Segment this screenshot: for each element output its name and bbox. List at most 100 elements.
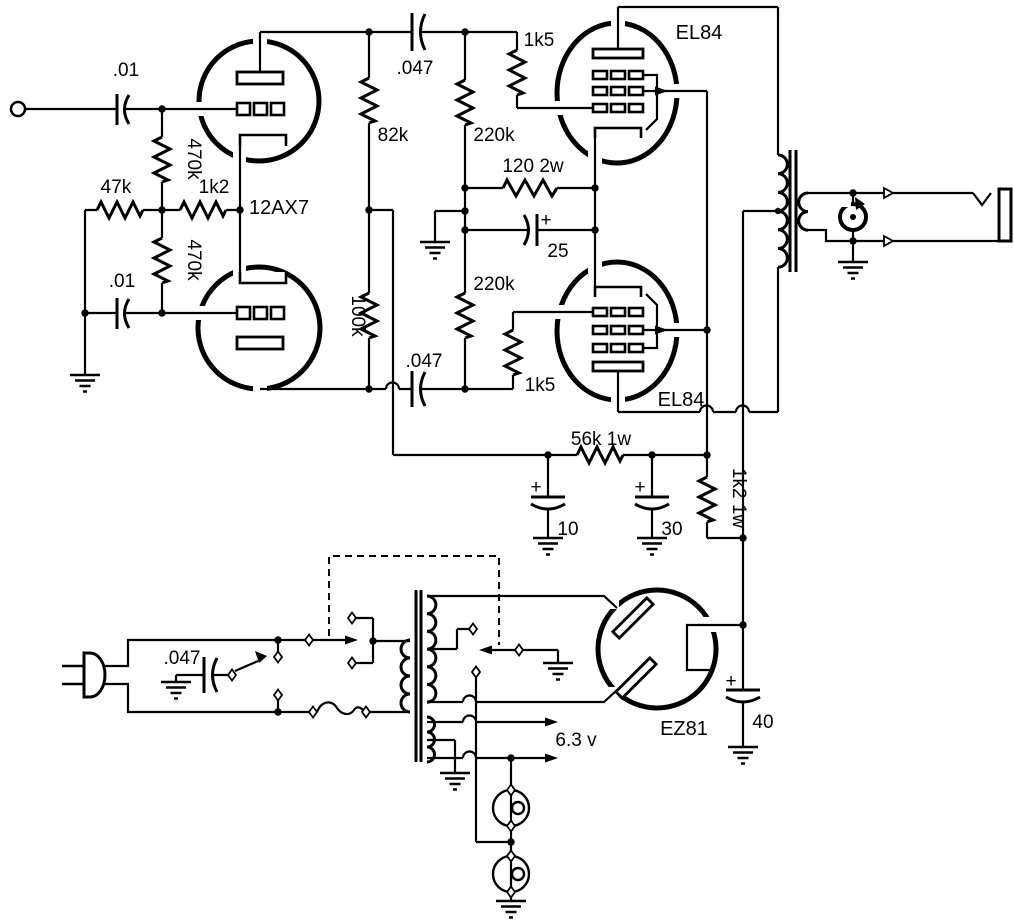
resistor-1k2 xyxy=(178,198,228,222)
terminal-icon xyxy=(226,667,238,683)
triode-bottom-cathode xyxy=(238,272,288,285)
resistor-82k xyxy=(357,76,381,125)
label-plus-40: + xyxy=(725,671,736,692)
ht-switch-arm[interactable] xyxy=(479,645,492,655)
ground-icon xyxy=(70,373,100,393)
output-jack[interactable] xyxy=(997,187,1013,243)
terminal-icon xyxy=(272,649,284,665)
resistor-56k-1w xyxy=(575,443,625,467)
resistor-120-2w xyxy=(501,176,559,200)
output-transformer xyxy=(777,150,809,272)
label-el84-bottom: EL84 xyxy=(658,389,705,411)
label-56k-1w: 56k 1w xyxy=(571,429,631,450)
resistor-1k5-top xyxy=(505,48,529,97)
ez81-plate-1 xyxy=(610,595,656,641)
label-c01-top: .01 xyxy=(113,60,139,81)
tube-ez81-internals xyxy=(610,595,742,701)
heater-arrow-icon xyxy=(545,717,558,727)
arrows xyxy=(255,86,668,763)
label-ez81: EZ81 xyxy=(660,718,708,740)
ground-icon xyxy=(440,771,470,791)
terminal-icon xyxy=(505,818,517,834)
label-40: 40 xyxy=(752,712,773,733)
screen-arrow-icon xyxy=(655,325,668,335)
speaker-arrow xyxy=(855,197,865,210)
ground-switch-arm[interactable] xyxy=(255,651,267,663)
terminal-icon xyxy=(307,704,319,720)
triode-bottom-plate xyxy=(235,335,285,351)
label-c047-top: .047 xyxy=(397,58,434,79)
label-1k2: 1k2 xyxy=(199,177,230,198)
triode-top-plate xyxy=(235,70,285,86)
terminal-icon xyxy=(505,848,517,864)
label-100k: 100k xyxy=(347,295,368,337)
triode-top-grid xyxy=(235,101,252,117)
fuse-symbol xyxy=(315,701,364,716)
tube-ez81-envelope xyxy=(595,587,719,711)
label-c047-line: .047 xyxy=(164,648,201,669)
resistor-470k-top xyxy=(150,135,174,184)
connector-mark-icon xyxy=(883,186,895,200)
speaker-wiring xyxy=(808,191,1001,262)
ground-icon xyxy=(543,661,573,681)
resistor-470k-bottom xyxy=(150,236,174,285)
terminal-icon xyxy=(505,782,517,798)
switch-linkage xyxy=(328,555,500,645)
plug-body xyxy=(82,651,107,699)
label-1k5-bottom: 1k5 xyxy=(525,375,556,396)
ac-plug xyxy=(62,651,107,699)
resistor-47k xyxy=(95,198,145,222)
labels: .01 47k 1k2 470k 470k 12AX7 .01 .047 82k… xyxy=(101,22,774,751)
label-220k-bottom: 220k xyxy=(473,274,515,295)
terminal-icon xyxy=(467,621,479,637)
terminal-icon xyxy=(346,610,358,626)
el84-top-cathode xyxy=(593,126,643,138)
terminal-icon xyxy=(346,655,358,671)
resistors xyxy=(95,48,719,524)
power-transformer xyxy=(399,590,438,764)
ground-icon xyxy=(838,260,868,280)
label-plus-25: + xyxy=(540,210,551,231)
power-wiring xyxy=(104,594,745,901)
tube-el84-top-internals xyxy=(591,47,659,138)
junction-dots xyxy=(81,28,857,846)
ground-icon xyxy=(420,240,450,260)
label-c047-mid: .047 xyxy=(406,351,443,372)
plug-prongs xyxy=(62,664,84,686)
input-terminal[interactable] xyxy=(9,100,27,118)
lamp-filament-icon xyxy=(510,866,526,882)
resistor-1k2-1w xyxy=(695,475,719,524)
terminal-icon xyxy=(513,642,525,658)
pt-primary-winding xyxy=(399,638,411,714)
label-1k5-top: 1k5 xyxy=(524,30,555,51)
ground-symbols xyxy=(70,240,868,919)
el84-bottom-plate xyxy=(591,360,645,373)
ground-icon xyxy=(496,899,526,919)
ez81-plate-2 xyxy=(613,655,659,701)
capacitors xyxy=(115,13,761,704)
label-120-2w: 120 2w xyxy=(502,156,564,177)
resistor-1k5-bottom xyxy=(501,328,525,377)
label-6-3v: 6.3 v xyxy=(555,730,597,751)
label-10: 10 xyxy=(557,519,578,540)
envelope-gaps xyxy=(193,17,717,702)
triode-top-cathode xyxy=(238,133,288,146)
terminal-icon xyxy=(303,632,315,648)
ez81-cathode xyxy=(685,623,742,672)
label-220k-top: 220k xyxy=(473,125,515,146)
el84-top-plate xyxy=(591,47,645,60)
el84-bottom-cathode xyxy=(593,285,643,297)
label-470k-bottom: 470k xyxy=(183,239,204,281)
label-82k: 82k xyxy=(378,125,409,146)
label-c01-bottom: .01 xyxy=(109,271,135,292)
power-switch-arm[interactable] xyxy=(345,635,358,645)
label-25: 25 xyxy=(547,241,568,262)
ground-icon xyxy=(533,536,563,556)
resistor-220k-top xyxy=(453,78,477,127)
terminal-icon xyxy=(505,884,517,900)
ground-icon xyxy=(728,745,758,765)
pt-core xyxy=(414,590,423,762)
speaker-symbol xyxy=(838,197,868,232)
connector-mark-icon xyxy=(883,234,895,248)
